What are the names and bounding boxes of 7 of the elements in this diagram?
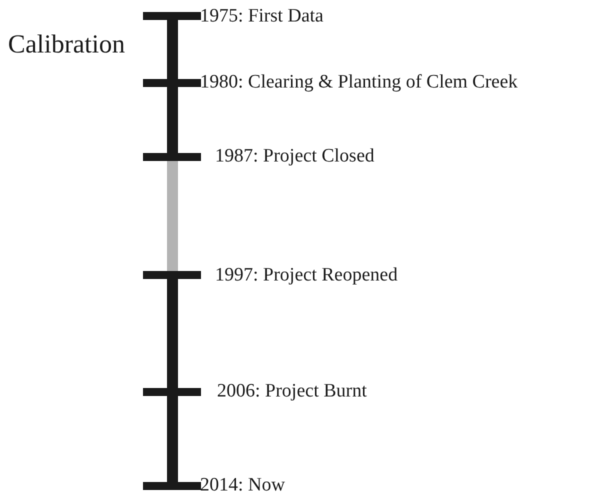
event-label: 1997: Project Reopened bbox=[215, 266, 398, 286]
event-label: 2014: Now bbox=[200, 476, 285, 495]
event-label: 1980: Clearing & Planting of Clem Creek bbox=[200, 72, 518, 94]
event-label: 1987: Project Closed bbox=[215, 146, 374, 168]
event-label: 1975: First Data bbox=[200, 6, 324, 28]
event-label: 2006: Project Burnt bbox=[217, 382, 367, 402]
timeline-heading: Calibration bbox=[8, 30, 125, 60]
